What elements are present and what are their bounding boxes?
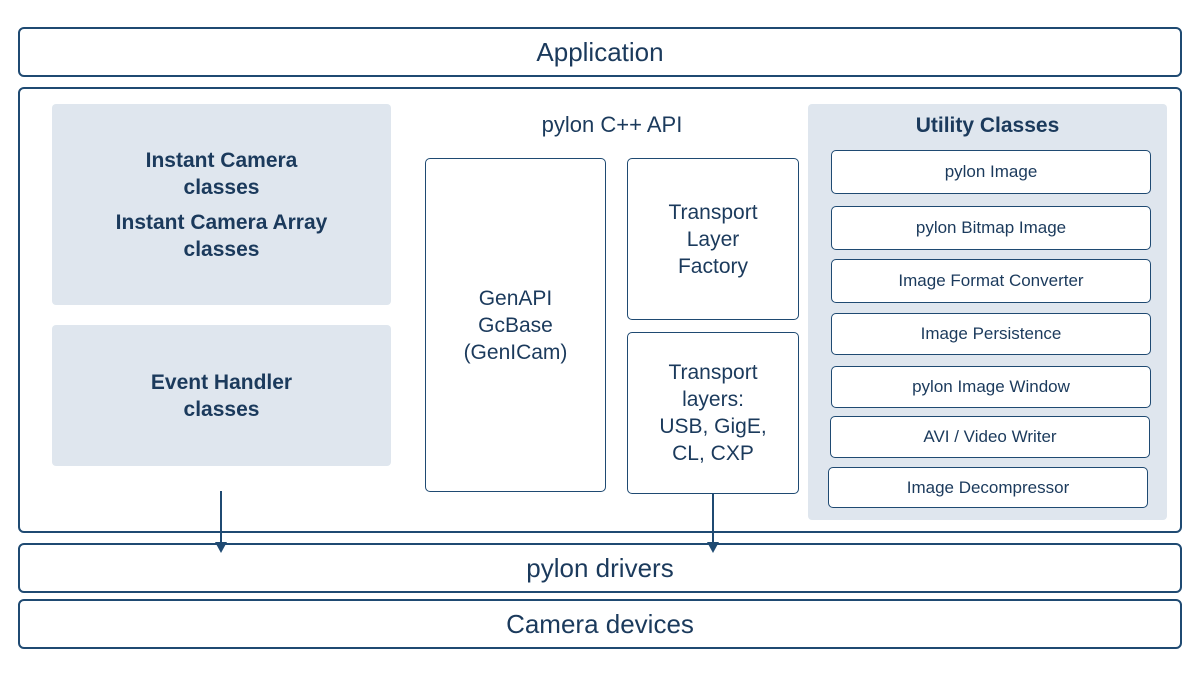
api-title-label: pylon C++ API bbox=[541, 112, 683, 137]
tl-factory-label-line3: Factory bbox=[677, 254, 748, 278]
application-layer: Application bbox=[18, 27, 1182, 77]
instant-camera-block: Instant Camera classes Instant Camera Ar… bbox=[52, 104, 391, 305]
instant-camera-label-line1: Instant Camera bbox=[145, 148, 298, 172]
event-handler-block: Event Handler classes bbox=[52, 325, 391, 466]
utility-item-label: pylon Bitmap Image bbox=[915, 218, 1067, 237]
event-handler-label-line1: Event Handler bbox=[150, 370, 293, 394]
utility-item-label: Image Persistence bbox=[920, 324, 1062, 343]
transport-layers-label-line2: layers: bbox=[682, 388, 744, 411]
transport-layers-block: Transport layers: USB, GigE, CL, CXP bbox=[627, 332, 799, 494]
utility-item-label: AVI / Video Writer bbox=[923, 427, 1057, 446]
instant-camera-array-label-line1: Instant Camera Array bbox=[115, 210, 328, 234]
genapi-label-line2: GcBase bbox=[478, 313, 553, 337]
utility-item: AVI / Video Writer bbox=[830, 416, 1150, 458]
api-title: pylon C++ API bbox=[426, 110, 798, 140]
camera-devices-layer: Camera devices bbox=[18, 599, 1182, 649]
tl-factory-label-line2: Layer bbox=[686, 227, 740, 251]
event-handler-label-line2: classes bbox=[183, 397, 260, 421]
transport-layers-label-line1: Transport bbox=[668, 361, 758, 384]
utility-classes-title: Utility Classes bbox=[808, 110, 1167, 142]
instant-camera-array-label-line2: classes bbox=[183, 237, 260, 261]
utility-item-label: Image Decompressor bbox=[906, 477, 1070, 497]
instant-camera-label-line2: classes bbox=[183, 175, 260, 199]
utility-item: Image Persistence bbox=[831, 313, 1151, 355]
utility-item: pylon Image bbox=[831, 150, 1151, 194]
utility-item-label: pylon Image Window bbox=[912, 377, 1070, 396]
tl-factory-label-line1: Transport bbox=[668, 200, 758, 224]
pylon-drivers-label: pylon drivers bbox=[526, 552, 674, 583]
arrow-head-right bbox=[707, 542, 719, 553]
genapi-label-line3: (GenICam) bbox=[463, 340, 568, 364]
genapi-block: GenAPI GcBase (GenICam) bbox=[425, 158, 606, 492]
camera-devices-label: Camera devices bbox=[506, 608, 694, 639]
utility-classes-title-label: Utility Classes bbox=[915, 114, 1060, 137]
transport-layers-label-line4: CL, CXP bbox=[672, 442, 754, 465]
utility-item: Image Format Converter bbox=[831, 259, 1151, 303]
utility-item: Image Decompressor bbox=[828, 467, 1148, 508]
utility-item: pylon Bitmap Image bbox=[831, 206, 1151, 250]
utility-item: pylon Image Window bbox=[831, 366, 1151, 408]
utility-item-label: Image Format Converter bbox=[898, 271, 1084, 290]
arrow-head-left bbox=[215, 542, 227, 553]
pylon-drivers-layer: pylon drivers bbox=[18, 543, 1182, 593]
application-label: Application bbox=[536, 36, 664, 67]
utility-item-label: pylon Image bbox=[944, 162, 1038, 181]
genapi-label-line1: GenAPI bbox=[478, 286, 553, 310]
transport-layers-label-line3: USB, GigE, bbox=[659, 415, 767, 438]
transport-layer-factory-block: Transport Layer Factory bbox=[627, 158, 799, 320]
